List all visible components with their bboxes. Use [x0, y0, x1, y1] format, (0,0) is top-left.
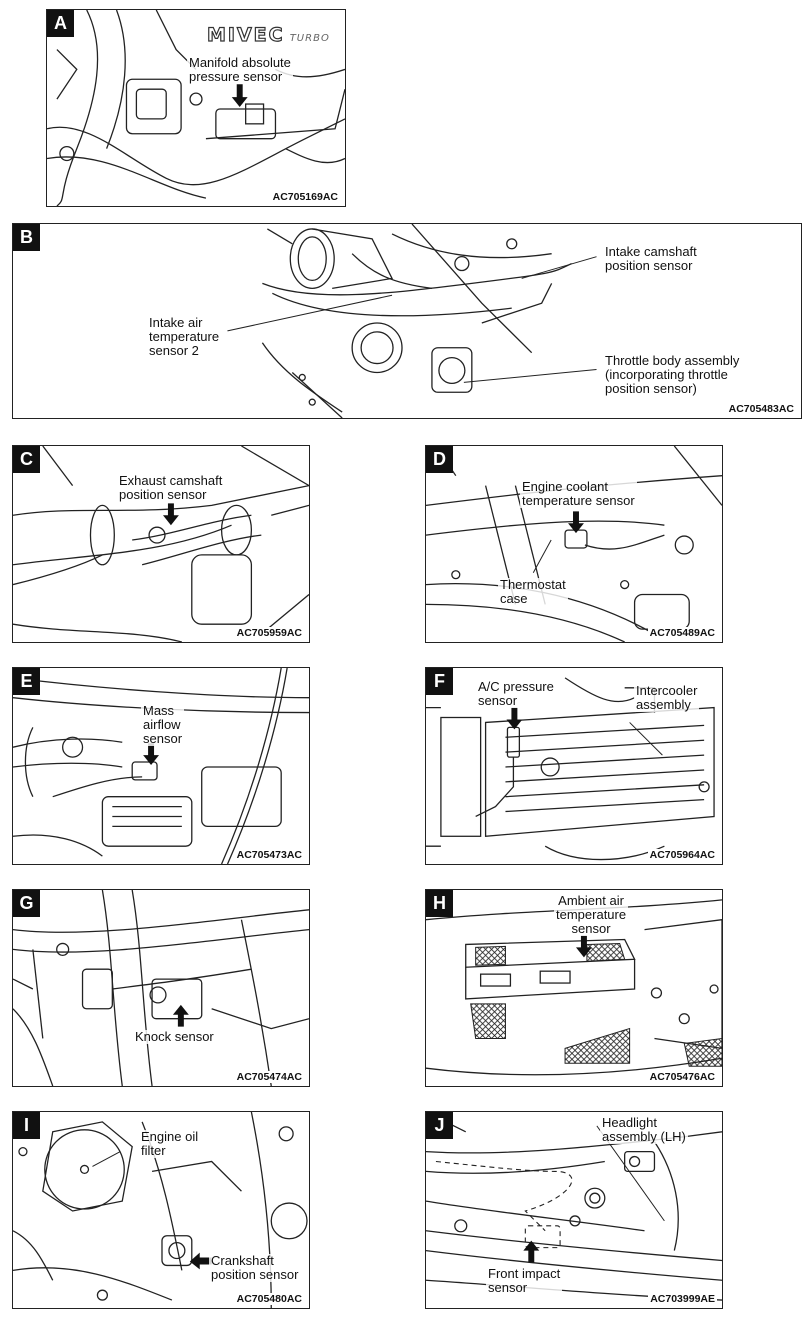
panel-h: H Ambient air temperature sensor AC70547… — [425, 889, 723, 1087]
panel-a-letter: A — [47, 10, 74, 37]
panel-d-letter: D — [426, 446, 453, 473]
panel-h-illustration — [426, 899, 722, 1076]
panel-j: J Headlight assembly (LH) Front impact s… — [425, 1111, 723, 1309]
label-intake-air-temp-sensor-2: Intake air temperature sensor 2 — [147, 315, 222, 358]
panel-d-illustration — [426, 446, 722, 642]
label-intercooler-assembly: Intercooler assembly — [634, 683, 700, 712]
panel-j-letter: J — [426, 1112, 453, 1139]
label-throttle-body-assembly: Throttle body assembly (incorporating th… — [603, 353, 742, 396]
panel-c: C Exhaust camshaft position sensor AC705… — [12, 445, 310, 643]
panel-i: I Engine oil filter Crankshaft position … — [12, 1111, 310, 1309]
panel-e-illustration — [13, 668, 309, 864]
panel-g: G Knock sensor AC705474AC — [12, 889, 310, 1087]
panel-a-code: AC705169AC — [270, 191, 340, 203]
panel-c-letter: C — [13, 446, 40, 473]
label-ambient-air-temp-sensor: Ambient air temperature sensor — [554, 893, 629, 936]
panel-h-letter: H — [426, 890, 453, 917]
panel-b-letter: B — [13, 224, 40, 251]
label-map-sensor: Manifold absolute pressure sensor — [187, 55, 293, 84]
panel-i-letter: I — [13, 1112, 40, 1139]
panel-g-code: AC705474AC — [234, 1071, 304, 1083]
panel-f-code: AC705964AC — [647, 849, 717, 861]
label-knock-sensor: Knock sensor — [133, 1029, 216, 1044]
panel-i-code: AC705480AC — [234, 1293, 304, 1305]
panel-f: F A/C pressure sensor Intercooler assemb… — [425, 667, 723, 865]
panel-d-code: AC705489AC — [647, 627, 717, 639]
panel-e-code: AC705473AC — [234, 849, 304, 861]
panel-g-illustration — [13, 890, 309, 1086]
panel-b-illustration — [227, 224, 597, 418]
panel-i-illustration — [13, 1112, 308, 1308]
label-headlight-assembly-lh: Headlight assembly (LH) — [600, 1115, 688, 1144]
label-intake-camshaft-sensor: Intake camshaft position sensor — [603, 244, 699, 273]
panel-g-letter: G — [13, 890, 40, 917]
panel-d: D Engine coolant temperature sensor Ther… — [425, 445, 723, 643]
label-engine-oil-filter: Engine oil filter — [139, 1129, 201, 1158]
label-ac-pressure-sensor: A/C pressure sensor — [476, 679, 556, 708]
label-crankshaft-position-sensor: Crankshaft position sensor — [209, 1253, 301, 1282]
label-thermostat-case: Thermostat case — [498, 577, 568, 606]
panel-j-code: AC703999AE — [648, 1293, 717, 1305]
panel-c-code: AC705959AC — [234, 627, 304, 639]
panel-h-code: AC705476AC — [647, 1071, 717, 1083]
label-exhaust-camshaft-sensor: Exhaust camshaft position sensor — [117, 473, 225, 502]
panel-a-illustration — [47, 10, 345, 206]
panel-c-illustration — [13, 446, 309, 642]
label-mass-airflow-sensor: Mass airflow sensor — [141, 703, 185, 746]
panel-b: B Intake camshaft position sensor Intake… — [12, 223, 802, 419]
panel-e: E Mass airflow sensor AC705473AC — [12, 667, 310, 865]
panel-b-code: AC705483AC — [726, 403, 796, 415]
panel-e-letter: E — [13, 668, 40, 695]
label-engine-coolant-temp-sensor: Engine coolant temperature sensor — [520, 479, 637, 508]
panel-a: A MIVEC TURBO Manifold absolute pressure… — [46, 9, 346, 207]
mivec-turbo-logo: MIVEC TURBO — [206, 23, 330, 46]
panel-f-letter: F — [426, 668, 453, 695]
label-front-impact-sensor: Front impact sensor — [486, 1266, 563, 1295]
